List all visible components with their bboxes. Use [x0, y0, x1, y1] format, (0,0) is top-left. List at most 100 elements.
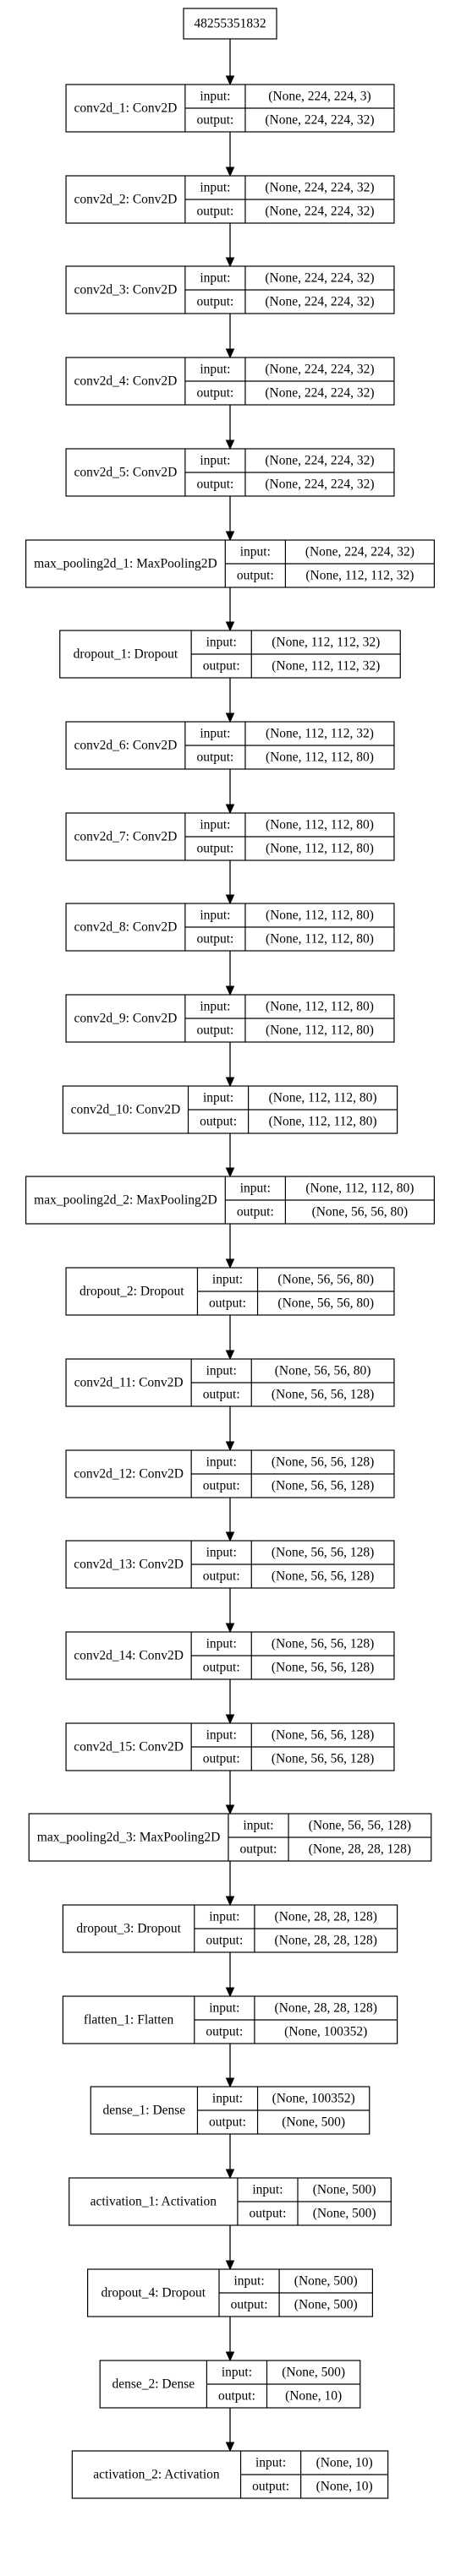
output-shape: (None, 112, 112, 80)	[266, 750, 374, 765]
edge-arrow	[225, 1861, 235, 1907]
output-shape: (None, 28, 28, 128)	[309, 1842, 411, 1857]
edge-arrow	[225, 951, 235, 996]
edge-arrow	[225, 1679, 235, 1725]
layer-name: dropout_1: Dropout	[74, 647, 178, 662]
layer-name: conv2d_8: Conv2D	[74, 920, 178, 935]
input-shape: (None, 56, 56, 128)	[272, 1546, 374, 1560]
input-shape: (None, 500)	[282, 2366, 345, 2380]
input-shape: (None, 112, 112, 80)	[269, 1091, 377, 1105]
input-label: input:	[212, 1273, 243, 1287]
layer-node: activation_2: Activationinput:output:(No…	[71, 2450, 389, 2499]
output-shape: (None, 224, 224, 32)	[265, 478, 374, 492]
input-label: input:	[200, 909, 230, 923]
output-shape: (None, 224, 224, 32)	[265, 205, 374, 219]
input-label: input:	[206, 1728, 237, 1743]
input-label: input:	[206, 636, 237, 650]
layer-name: activation_1: Activation	[91, 2195, 217, 2209]
input-label: input:	[255, 2456, 286, 2470]
output-shape: (None, 56, 56, 128)	[272, 1569, 374, 1584]
edge-arrow	[225, 769, 235, 815]
input-shape: (None, 28, 28, 128)	[275, 2001, 377, 2016]
input-shape: (None, 500)	[313, 2183, 376, 2197]
edge-arrow	[225, 1588, 235, 1634]
edge-arrow	[225, 1315, 235, 1361]
output-label: output:	[196, 478, 233, 492]
output-shape: (None, 56, 56, 128)	[272, 1752, 374, 1766]
output-label: output:	[203, 1661, 240, 1675]
edge-arrow	[225, 2134, 235, 2180]
edge-arrow	[225, 2408, 235, 2453]
input-shape: (None, 10)	[316, 2456, 373, 2470]
input-shape: (None, 224, 224, 32)	[265, 454, 374, 468]
output-shape: (None, 112, 112, 80)	[269, 1115, 377, 1129]
output-shape: (None, 112, 112, 32)	[272, 659, 380, 674]
layer-node: dropout_1: Dropout input: output: (None, 11…	[59, 630, 401, 679]
output-shape: (None, 112, 112, 80)	[266, 842, 374, 856]
output-label: output:	[203, 1752, 240, 1766]
input-label: input:	[209, 2001, 239, 2016]
edge-arrow	[225, 314, 235, 359]
output-label: output:	[237, 569, 274, 583]
output-shape: (None, 224, 224, 32)	[265, 295, 374, 309]
input-shape: (None, 224, 224, 32)	[265, 181, 374, 195]
input-shape: (None, 112, 112, 80)	[266, 818, 374, 832]
input-label: input:	[200, 271, 230, 286]
edge-arrow	[225, 678, 235, 723]
edge-arrow	[225, 1133, 235, 1178]
input-label: input:	[203, 1091, 233, 1105]
output-label: output:	[196, 750, 233, 765]
layer-node: max_pooling2d_2: MaxPooling2Dinput:outpu…	[25, 1176, 435, 1225]
edge-arrow	[225, 1224, 235, 1269]
input-label: input:	[200, 90, 230, 104]
input-shape: (None, 112, 112, 80)	[266, 1000, 374, 1014]
layer-node: activation_1: Activationinput:output:(No…	[69, 2177, 392, 2226]
input-shape: (None, 224, 224, 32)	[265, 363, 374, 377]
layer-node: max_pooling2d_1: MaxPooling2Dinput:outpu…	[25, 539, 435, 588]
input-label: input:	[200, 818, 230, 832]
layer-name: dense_1: Dense	[102, 2104, 185, 2118]
layer-name: conv2d_15: Conv2D	[74, 1740, 184, 1755]
output-label: output:	[203, 1388, 240, 1402]
input-label: input:	[252, 2183, 283, 2197]
output-label: output:	[203, 1479, 240, 1493]
output-label: output:	[196, 205, 233, 219]
output-label: output:	[209, 2115, 246, 2130]
edge-arrow	[225, 1042, 235, 1088]
layer-name: conv2d_6: Conv2D	[74, 739, 178, 753]
layer-name: conv2d_3: Conv2D	[74, 283, 178, 297]
input-shape: (None, 500)	[294, 2274, 358, 2289]
layer-name: conv2d_12: Conv2D	[74, 1467, 184, 1482]
output-shape: (None, 56, 56, 80)	[277, 1296, 374, 1311]
input-shape: (None, 28, 28, 128)	[275, 1910, 377, 1924]
output-shape: (None, 112, 112, 80)	[266, 932, 374, 947]
output-label: output:	[196, 386, 233, 401]
input-shape: (None, 56, 56, 128)	[272, 1455, 374, 1470]
layer-name: conv2d_13: Conv2D	[74, 1558, 184, 1572]
output-shape: (None, 500)	[294, 2298, 358, 2312]
output-label: output:	[203, 659, 240, 674]
layer-name: conv2d_5: Conv2D	[74, 466, 178, 480]
layer-name: conv2d_1: Conv2D	[74, 101, 178, 116]
edge-arrow	[225, 132, 235, 177]
input-shape: (None, 112, 112, 80)	[305, 1182, 414, 1196]
output-shape: (None, 224, 224, 32)	[265, 113, 374, 128]
input-shape: (None, 224, 224, 32)	[305, 545, 414, 559]
input-shape: (None, 56, 56, 80)	[275, 1364, 371, 1378]
input-shape: (None, 224, 224, 32)	[265, 271, 374, 286]
edge-arrow	[225, 587, 235, 632]
input-label: input:	[240, 545, 271, 559]
